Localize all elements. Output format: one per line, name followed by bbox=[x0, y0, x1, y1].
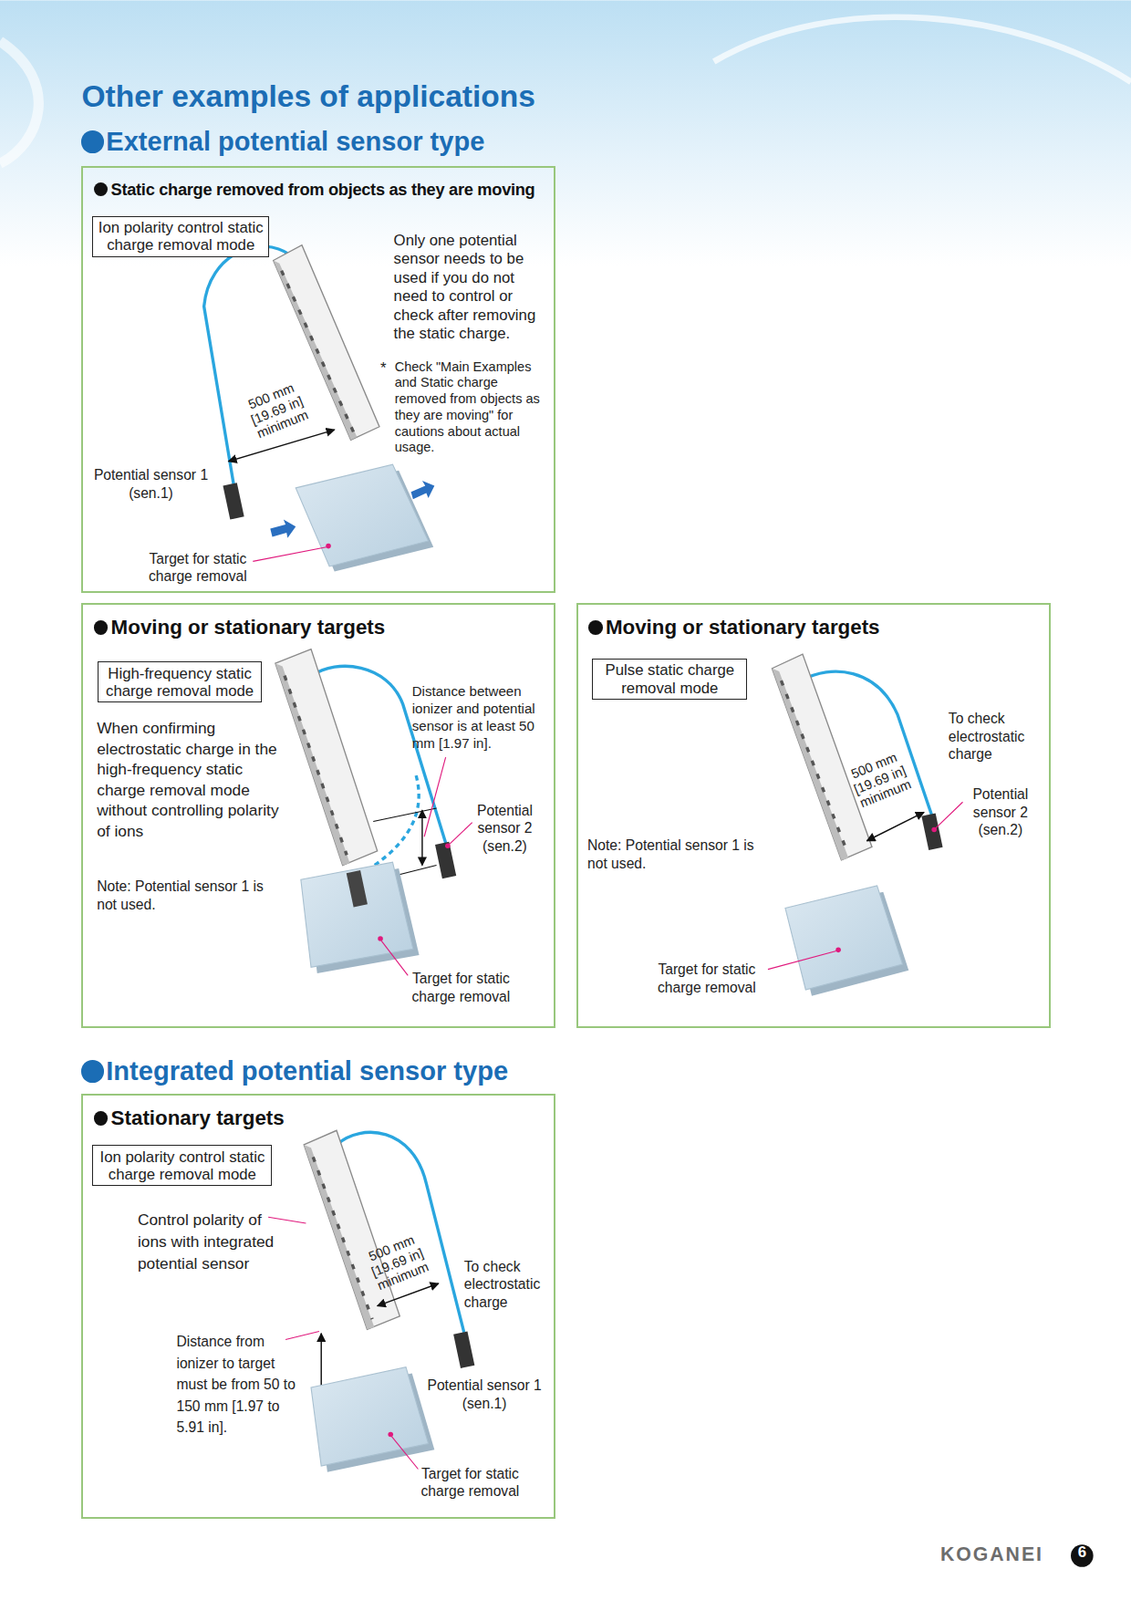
leader-dot bbox=[325, 543, 332, 550]
potential-sensor-alt bbox=[346, 870, 368, 907]
section-heading: External potential sensor type bbox=[81, 124, 592, 158]
leader-line bbox=[252, 547, 327, 562]
ionizer-side bbox=[303, 1144, 374, 1329]
mode-label: High-frequency static charge removal mod… bbox=[103, 664, 258, 701]
leader-line bbox=[448, 822, 473, 846]
mode-box: Ion polarity control static charge remov… bbox=[92, 1144, 272, 1186]
note-label: Distance from ionizer to target must be … bbox=[176, 1330, 297, 1438]
potential-sensor bbox=[921, 812, 943, 850]
note-label: Target for static charge removal bbox=[646, 960, 768, 997]
bullet bbox=[81, 130, 104, 154]
note-label: Target for static charge removal bbox=[138, 549, 258, 586]
leader-dot bbox=[931, 827, 937, 833]
panel-heading: Stationary targets bbox=[111, 1106, 285, 1130]
note-label: 500 mm [19.69 in] minimum bbox=[230, 373, 324, 447]
bullet bbox=[81, 1059, 104, 1083]
page-number: 6 bbox=[1070, 1543, 1094, 1562]
note-label: Potential sensor 2 (sen.2) bbox=[960, 785, 1040, 840]
mode-label: Ion polarity control static charge remov… bbox=[97, 1148, 268, 1184]
note-label: To check electrostatic charge bbox=[464, 1257, 557, 1312]
cable bbox=[204, 246, 291, 484]
dimension-arrow bbox=[421, 809, 423, 865]
swirl bbox=[0, 41, 39, 164]
leader-dot bbox=[835, 947, 841, 954]
leader-line bbox=[391, 1436, 418, 1470]
potential-sensor bbox=[435, 841, 457, 879]
note-label: Note: Potential sensor 1 is not used. bbox=[587, 836, 761, 874]
note-label: Distance between ionizer and potential s… bbox=[412, 683, 552, 752]
ionizer-bar bbox=[303, 1130, 400, 1329]
note-label: Potential sensor 1 (sen.1) bbox=[423, 1376, 546, 1412]
note-label: Potential sensor 1 (sen.1) bbox=[87, 466, 215, 502]
note-label: Target for static charge removal bbox=[400, 969, 521, 1006]
note-label: Control polarity of ions with integrated… bbox=[137, 1208, 291, 1276]
ionizer-side bbox=[275, 663, 351, 865]
mode-label: Pulse static charge removal mode bbox=[597, 661, 743, 697]
mode-box: Pulse static charge removal mode bbox=[591, 658, 748, 700]
note-label: 500 mm [19.69 in] minimum bbox=[833, 743, 927, 817]
target bbox=[300, 861, 414, 967]
ionizer-bar bbox=[275, 649, 378, 866]
bullet bbox=[93, 182, 109, 198]
panel-heading: Static charge removed from objects as th… bbox=[111, 179, 536, 199]
ionizer-bar bbox=[771, 653, 872, 861]
leader-line bbox=[268, 1216, 306, 1224]
page-title: Other examples of applications bbox=[81, 77, 536, 116]
note-label: Only one potential sensor needs to be us… bbox=[394, 231, 550, 344]
leader-dot bbox=[387, 1431, 394, 1438]
mode-label: Ion polarity control static charge remov… bbox=[97, 218, 265, 255]
mode-box: High-frequency static charge removal mod… bbox=[97, 661, 262, 703]
leader-line bbox=[285, 1331, 320, 1340]
note-label: 500 mm [19.69 in] minimum bbox=[351, 1225, 445, 1299]
section-heading: Integrated potential sensor type bbox=[81, 1053, 592, 1088]
ionizer-side bbox=[771, 668, 849, 861]
motion-arrow bbox=[269, 519, 296, 539]
leader-line bbox=[381, 940, 408, 976]
potential-sensor bbox=[453, 1330, 475, 1368]
bullet bbox=[588, 620, 603, 635]
bullet bbox=[93, 1110, 109, 1126]
leader-line bbox=[934, 801, 963, 829]
panel-heading: Moving or stationary targets bbox=[605, 615, 881, 639]
extension-line bbox=[373, 808, 436, 822]
motion-arrow bbox=[411, 480, 436, 499]
note-label: * bbox=[380, 359, 393, 378]
leader-line bbox=[767, 950, 837, 969]
panel4-art bbox=[268, 1130, 475, 1473]
target bbox=[295, 464, 428, 567]
swirl bbox=[714, 17, 1131, 83]
panel-heading: Moving or stationary targets bbox=[111, 615, 386, 639]
note-label: Target for static charge removal bbox=[409, 1464, 530, 1501]
panel3-art bbox=[767, 653, 964, 997]
mode-box: Ion polarity control static charge remov… bbox=[92, 216, 269, 258]
brand-logo: KOGANEI bbox=[940, 1543, 1073, 1567]
target bbox=[311, 1367, 429, 1466]
emitters bbox=[284, 675, 347, 856]
note-label: Potential sensor 2 (sen.2) bbox=[465, 801, 545, 856]
dimension-arrow bbox=[228, 429, 334, 462]
leader-dot bbox=[377, 935, 384, 942]
leader-dot bbox=[445, 843, 451, 850]
emitters bbox=[312, 1156, 373, 1319]
sky-band bbox=[0, 0, 1131, 266]
target bbox=[785, 885, 903, 990]
note-label: Check "Main Examples and Static charge r… bbox=[394, 359, 549, 457]
emitters bbox=[780, 680, 847, 851]
note-label: Note: Potential sensor 1 is not used. bbox=[96, 877, 270, 915]
bullet bbox=[93, 620, 109, 635]
note-label: To check electrostatic charge bbox=[948, 709, 1041, 764]
leader-line bbox=[424, 757, 446, 837]
dimension-arrow bbox=[866, 811, 924, 841]
note-label: When confirming electrostatic charge in … bbox=[96, 717, 281, 841]
potential-sensor bbox=[222, 482, 244, 519]
